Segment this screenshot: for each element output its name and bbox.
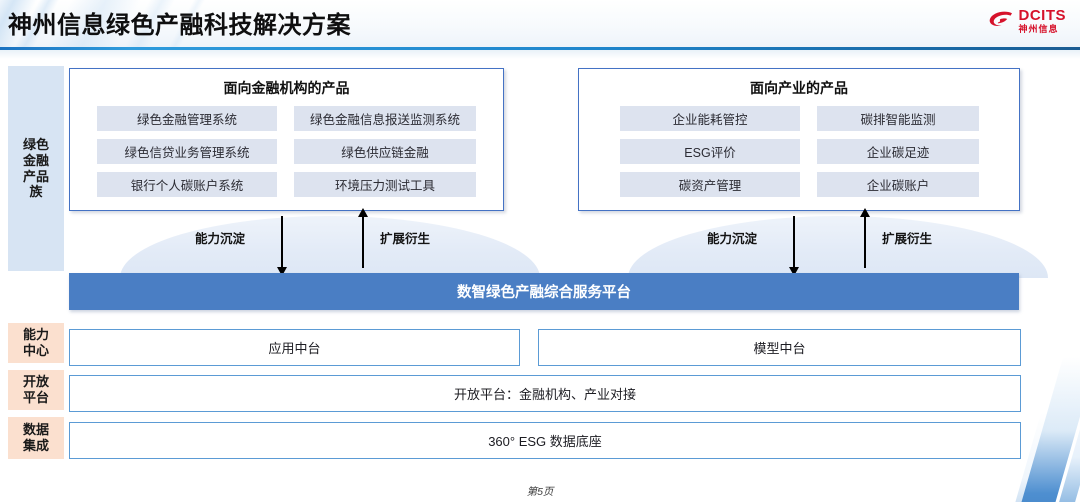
product-chip[interactable]: 绿色金融信息报送监测系统 [294,106,476,131]
sidebar-item-capability-center[interactable]: 能力中心 [8,323,64,363]
product-chip[interactable]: 企业碳足迹 [817,139,979,164]
capability-row-model-middle-platform[interactable]: 模型中台 [538,329,1021,366]
arrow-up-icon-left [358,208,368,268]
sidebar-item-label: 绿色金融产品族 [22,136,49,200]
product-group-for-industry: 面向产业的产品 企业能耗管控 碳排智能监测 ESG评价 企业碳足迹 碳资产管理 … [578,68,1020,211]
brand-name: DCITS [1018,7,1066,24]
sidebar-item-label: 开放平台 [22,374,49,405]
sidebar-item-data-integration[interactable]: 数据集成 [8,417,64,459]
dome-decoration-left [120,216,540,278]
arrow-down-icon-left [277,216,287,276]
product-group-title: 面向金融机构的产品 [223,80,350,96]
brand-logo: DCITS 神州信息 [988,8,1067,34]
flow-label-expansion-derivation-right: 扩展衍生 [882,232,933,246]
product-chip[interactable]: 企业碳账户 [817,172,979,197]
product-group-title: 面向产业的产品 [750,80,848,96]
product-chip[interactable]: 环境压力测试工具 [294,172,476,197]
product-group-for-financial-institutions: 面向金融机构的产品 绿色金融管理系统 绿色金融信息报送监测系统 绿色信贷业务管理… [69,68,504,211]
flow-label-capability-precipitation-left: 能力沉淀 [195,232,246,246]
sidebar-item-label: 能力中心 [22,327,49,358]
product-chip[interactable]: ESG评价 [620,139,800,164]
dcits-swirl-icon [988,10,1014,32]
slide-header: 神州信息绿色产融科技解决方案 DCITS 神州信息 [0,0,1080,47]
sidebar-item-green-finance-family[interactable]: 绿色金融产品族 [8,66,64,271]
capability-row-application-middle-platform[interactable]: 应用中台 [69,329,520,366]
page-title: 神州信息绿色产融科技解决方案 [8,12,351,39]
product-chip[interactable]: 绿色信贷业务管理系统 [97,139,277,164]
platform-bar[interactable]: 数智绿色产融综合服务平台 [69,273,1019,310]
product-chip[interactable]: 绿色金融管理系统 [97,106,277,131]
brand-logo-text: DCITS 神州信息 [1019,8,1067,34]
header-divider [0,47,1080,50]
flow-label-expansion-derivation-left: 扩展衍生 [380,232,431,246]
dome-decoration-right [628,216,1048,278]
slide-body: 绿色金融产品族 能力中心 开放平台 数据集成 面向金融机构的产品 绿色金融管理系… [0,59,1080,502]
product-chip[interactable]: 碳排智能监测 [817,106,979,131]
product-chip[interactable]: 绿色供应链金融 [294,139,476,164]
sidebar-item-open-platform[interactable]: 开放平台 [8,370,64,410]
arrow-up-icon-right [860,208,870,268]
open-platform-row[interactable]: 开放平台：金融机构、产业对接 [69,375,1021,412]
brand-subtitle: 神州信息 [1018,24,1059,34]
sidebar-item-label: 数据集成 [22,422,49,453]
product-chip[interactable]: 碳资产管理 [620,172,800,197]
product-chip[interactable]: 企业能耗管控 [620,106,800,131]
flow-label-capability-precipitation-right: 能力沉淀 [707,232,758,246]
swoosh-stripe [1012,357,1080,502]
page-number: 第5页 [526,486,554,498]
arrow-down-icon-right [789,216,799,276]
data-foundation-row[interactable]: 360° ESG 数据底座 [69,422,1021,459]
header-divider-glow [0,50,1080,59]
product-chip[interactable]: 银行个人碳账户系统 [97,172,277,197]
